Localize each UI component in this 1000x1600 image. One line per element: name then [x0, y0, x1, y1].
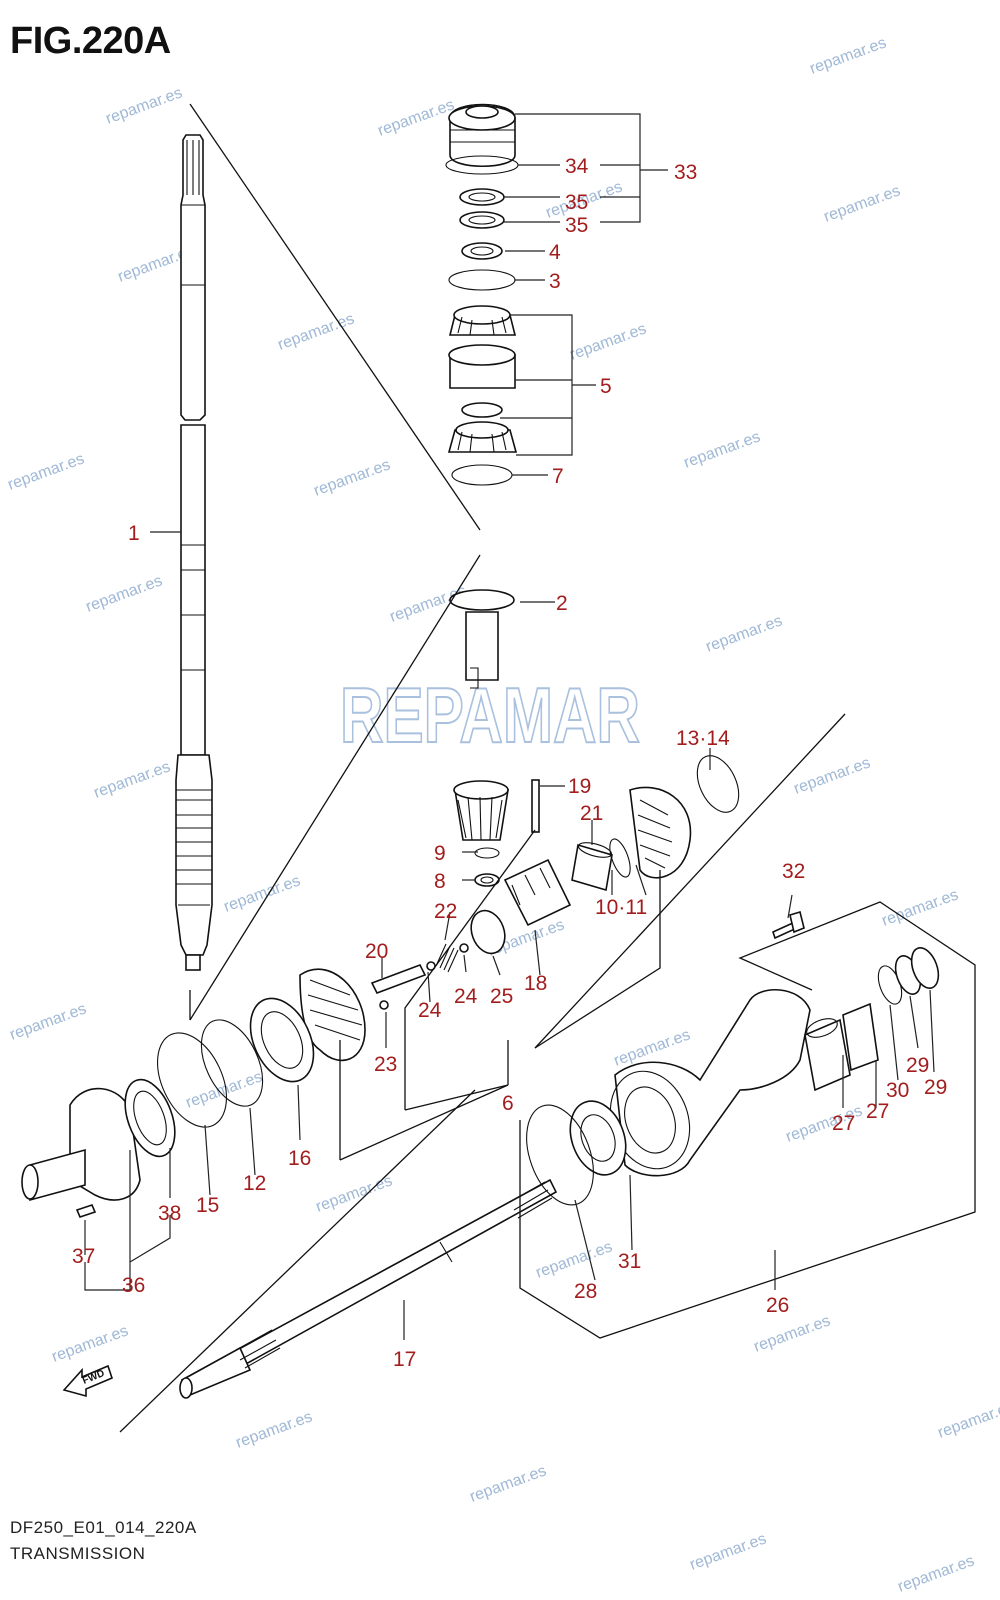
watermark-text: repamar.es: [276, 310, 357, 353]
callout-1: 1: [128, 522, 140, 545]
callout-29b: 29: [924, 1076, 947, 1099]
drive-shaft: [175, 134, 213, 971]
callout-3: 3: [549, 270, 561, 293]
callout-6: 6: [502, 1092, 514, 1115]
watermark-text: repamar.es: [704, 612, 785, 655]
callout-31: 31: [618, 1250, 641, 1273]
callout-28: 28: [574, 1280, 597, 1303]
watermark-text: repamar.es: [234, 1408, 315, 1451]
callout-27a: 27: [832, 1112, 855, 1135]
upper-bearing-assembly: [445, 103, 519, 486]
callout-13-14: 13·14: [676, 727, 730, 750]
callout-37: 37: [72, 1245, 95, 1268]
callout-25: 25: [490, 985, 513, 1008]
pin: [531, 779, 540, 833]
watermark-text: repamar.es: [568, 320, 649, 363]
callout-35a: 35: [565, 191, 588, 214]
watermark-text: repamar.es: [184, 1068, 265, 1111]
front-housing: [21, 1078, 176, 1218]
watermark-text: repamar.es: [896, 1552, 977, 1595]
watermark-text: repamar.es: [792, 754, 873, 797]
callout-33: 33: [674, 161, 697, 184]
assembly-frame-lines: [119, 103, 976, 1433]
watermark-text: repamar.es: [84, 572, 165, 615]
callout-38: 38: [158, 1202, 181, 1225]
callout-5: 5: [600, 375, 612, 398]
callout-26: 26: [766, 1294, 789, 1317]
callout-34: 34: [565, 155, 589, 178]
callout-2: 2: [556, 592, 568, 615]
callout-20: 20: [365, 940, 388, 963]
sleeve: [449, 589, 515, 689]
callout-22: 22: [434, 900, 457, 923]
callout-12: 12: [243, 1172, 266, 1195]
callout-35b: 35: [565, 214, 588, 237]
watermark-text: repamar.es: [50, 1322, 131, 1365]
figure-code: DF250_E01_014_220A: [10, 1518, 197, 1537]
fwd-arrow-icon: FWD: [62, 1364, 113, 1398]
callout-23: 23: [374, 1053, 397, 1076]
assembly-name: TRANSMISSION: [10, 1544, 146, 1563]
watermark-text: repamar.es: [104, 84, 185, 127]
watermark-text: repamar.es: [222, 872, 303, 915]
callout-36: 36: [122, 1274, 145, 1297]
callout-29a: 29: [906, 1054, 929, 1077]
callout-19: 19: [568, 775, 591, 798]
callout-9: 9: [434, 842, 446, 865]
callout-18: 18: [524, 972, 547, 995]
watermark-text: repamar.es: [312, 456, 393, 499]
pinion-gear: [453, 780, 509, 841]
callout-21: 21: [580, 802, 603, 825]
watermark-text: repamar.es: [376, 96, 457, 139]
figure-title: FIG.220A: [10, 20, 171, 62]
callout-15: 15: [196, 1194, 219, 1217]
watermark-text: repamar.es: [468, 1462, 549, 1505]
watermark-text: repamar.es: [752, 1312, 833, 1355]
clutch-components: [370, 838, 631, 1010]
watermark-text: repamar.es: [808, 34, 889, 77]
watermark-logo: REPAMAR: [340, 671, 640, 759]
callout-8: 8: [434, 870, 446, 893]
callout-24a: 24: [454, 985, 478, 1008]
watermark-text: repamar.es: [8, 1000, 89, 1043]
reverse-gear-assembly: [157, 968, 366, 1128]
callout-30: 30: [886, 1079, 909, 1102]
gear-housing: [526, 910, 940, 1206]
watermark-text: repamar.es: [682, 428, 763, 471]
callout-7: 7: [552, 465, 564, 488]
callout-32: 32: [782, 860, 805, 883]
bevel-gear: [629, 755, 740, 879]
callout-16: 16: [288, 1147, 311, 1170]
watermark-text: repamar.es: [534, 1238, 615, 1281]
callout-labels: 1 2 3 4 5 6 7 8 9 10·11 12 13·14 15 16 1…: [72, 155, 947, 1371]
leader-lines: [84, 113, 935, 1340]
watermark-text: repamar.es: [92, 758, 173, 801]
watermark-text: repamar.es: [880, 886, 961, 929]
callout-4: 4: [549, 241, 561, 264]
watermark-text: repamar.es: [822, 182, 903, 225]
watermark-text: repamar.es: [688, 1530, 769, 1573]
callout-17: 17: [393, 1348, 416, 1371]
callout-24b: 24: [418, 999, 442, 1022]
propeller-shaft: [179, 1178, 558, 1399]
callout-10-11: 10·11: [595, 896, 647, 919]
watermark-text: repamar.es: [6, 450, 87, 493]
watermark-text: repamar.es: [936, 1398, 1000, 1441]
callout-27b: 27: [866, 1100, 889, 1123]
